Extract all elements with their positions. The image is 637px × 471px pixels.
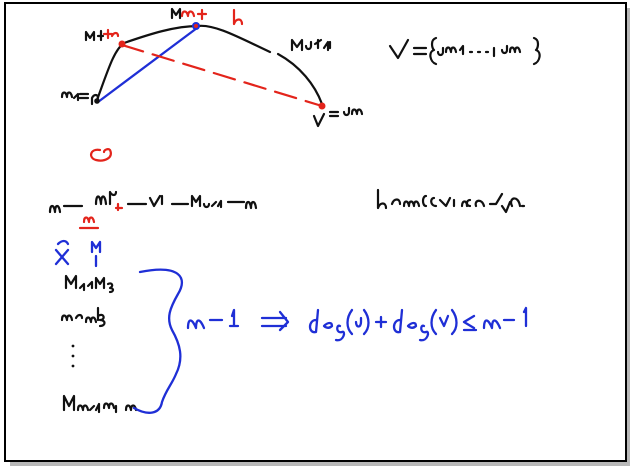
- label-left-node: [60, 91, 100, 106]
- edge-pair-list: [60, 274, 138, 414]
- label-vertex-set: [388, 38, 428, 60]
- deg-u: [308, 308, 370, 342]
- label-right-node: [312, 106, 364, 128]
- degree-conclusion: [132, 268, 528, 414]
- red-mark: [90, 148, 112, 162]
- red-dashed-edge: [120, 43, 324, 108]
- hamiltonian-cycle-sentence: [48, 188, 526, 230]
- node-red-top: [118, 40, 126, 48]
- top-graph-sketch: [60, 7, 541, 128]
- slide-border: [4, 2, 627, 462]
- implies-arrow: [260, 310, 290, 332]
- label-top-left: [84, 29, 105, 42]
- header-x: [54, 248, 70, 266]
- red-underline-u: [78, 216, 100, 230]
- label-top-mid: [170, 7, 182, 20]
- blue-edge: [96, 26, 199, 104]
- plus: [374, 315, 388, 329]
- deg-v: [392, 308, 458, 342]
- leq-n-minus-1: [462, 306, 528, 332]
- column-headers: [54, 239, 102, 268]
- brace: [132, 268, 183, 414]
- n-minus-1: [186, 308, 240, 330]
- label-right-arc: [290, 38, 332, 52]
- label-red-h: [232, 8, 244, 26]
- node-left: [94, 98, 100, 104]
- header-m: [90, 240, 102, 268]
- node-right: [318, 102, 326, 110]
